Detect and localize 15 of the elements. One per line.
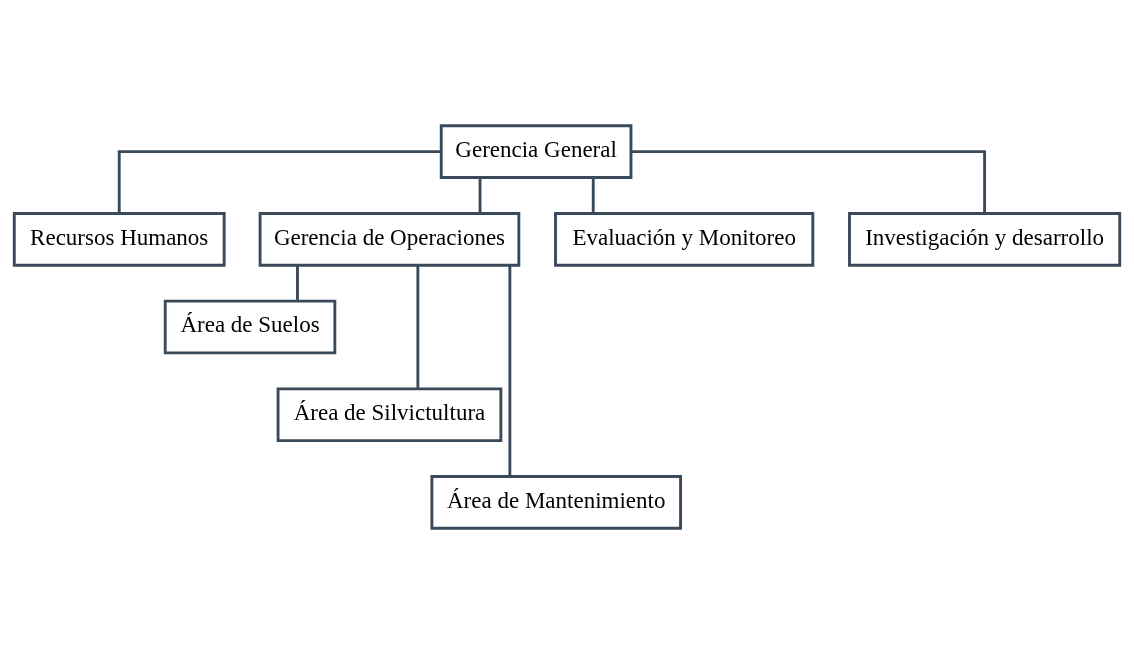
connector (478, 177, 482, 213)
connector (117, 150, 441, 213)
node-box: Evaluación y Monitoreo (554, 212, 815, 267)
node-box: Recursos Humanos (12, 212, 226, 267)
connector (631, 150, 987, 213)
connector (416, 265, 420, 389)
connector (296, 265, 299, 301)
connector (508, 265, 512, 477)
node-box: Área de Suelos (163, 299, 337, 355)
node-box: Área de Silvictultura (276, 387, 503, 442)
node-box: Área de Mantenimiento (430, 475, 682, 530)
node-box: Gerencia de Operaciones (258, 212, 521, 267)
node-box: Gerencia General (439, 124, 633, 179)
node-box: Investigación y desarrollo (848, 212, 1122, 267)
connector (591, 177, 595, 213)
